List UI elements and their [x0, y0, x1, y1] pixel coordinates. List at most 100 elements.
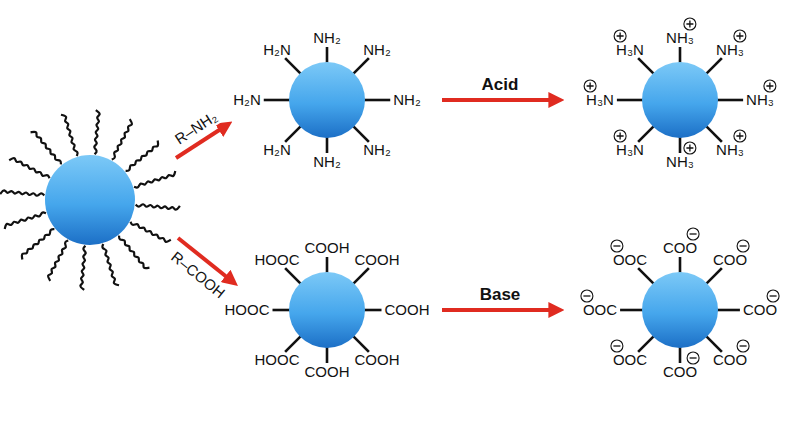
reagent-label: Base — [478, 285, 523, 305]
functionalized-nanoparticle: NH₂H₂NNH₂H₂NNH₂H₂NNH₂NH₂ — [212, 20, 442, 180]
capped-nanoparticle — [45, 155, 135, 245]
charge-symbol — [734, 30, 746, 42]
surface-bond — [638, 58, 654, 74]
surface-bond — [326, 47, 329, 63]
ligand-chain — [80, 246, 85, 290]
functional-group: NH₂ — [313, 153, 341, 171]
nanoparticle-core — [289, 62, 365, 138]
charge-marks — [584, 18, 776, 154]
charge-symbol — [614, 30, 626, 42]
functional-group: NH₂ — [363, 41, 391, 59]
functional-group: HOOC — [255, 351, 300, 369]
surface-bond — [353, 126, 369, 142]
charge-symbol — [684, 18, 696, 30]
surface-bond — [706, 336, 722, 352]
surface-bond — [679, 347, 682, 363]
functional-group: NH₂ — [393, 91, 421, 109]
surface-bond — [326, 347, 329, 363]
functional-group: NH₃ — [666, 29, 694, 47]
surface-bond — [353, 58, 369, 74]
functional-group: HOOC — [225, 301, 270, 319]
functional-group: COOH — [355, 251, 400, 269]
functional-group: HOOC — [255, 251, 300, 269]
surface-bond — [717, 309, 740, 312]
functionalized-nanoparticle: NH₃ H₃N NH₃ H₃N NH₃ H₃N NH₃ NH₃ — [565, 20, 795, 180]
ligand-chain — [9, 158, 49, 178]
functional-group: NH₃ — [666, 153, 694, 171]
surface-bond — [679, 137, 682, 153]
ligand-chain — [134, 171, 175, 188]
surface-bond — [679, 47, 682, 63]
functional-group: NH₃ — [716, 141, 744, 159]
reaction-arrow — [442, 98, 558, 102]
charge-symbol — [687, 228, 699, 240]
ligand-chains — [0, 110, 180, 290]
surface-bond — [326, 257, 329, 273]
functional-group: OOC — [613, 251, 647, 269]
functional-group: H₃N — [616, 41, 644, 59]
functionalized-nanoparticle: COOOOCCOOOOCCOOOOCCOOCOO — [565, 230, 795, 390]
ligand-chain — [0, 190, 44, 195]
functional-group: COO — [663, 239, 697, 257]
functional-group: H₂N — [263, 41, 291, 59]
ligand-chain — [31, 132, 61, 165]
functional-group: NH₃ — [746, 91, 774, 109]
functional-group: H₃N — [616, 141, 644, 159]
functional-group: H₃N — [586, 91, 614, 109]
surface-bond — [285, 336, 301, 352]
charge-symbol — [767, 290, 779, 302]
surface-bond — [617, 99, 643, 102]
charge-symbol — [611, 340, 623, 352]
nanoparticle-core — [642, 62, 718, 138]
ligand-chain — [102, 244, 119, 285]
ligand-chain — [131, 222, 171, 242]
ligand-chain — [136, 204, 180, 209]
surface-bond — [638, 268, 654, 284]
charge-symbol — [764, 80, 776, 92]
surface-bond — [264, 99, 290, 102]
functional-group: H₂N — [233, 91, 261, 109]
ligand-chain — [126, 141, 159, 171]
functional-group: COOH — [355, 351, 400, 369]
surface-bond — [273, 309, 291, 312]
surface-bonds — [264, 47, 391, 153]
surface-bond — [364, 99, 390, 102]
reagent-label: Acid — [480, 75, 521, 95]
surface-bonds — [617, 47, 743, 153]
surface-bond — [353, 268, 369, 284]
charge-marks — [581, 228, 779, 364]
charge-symbol — [614, 130, 626, 142]
surface-bond — [285, 126, 301, 142]
functional-group: COO — [713, 251, 747, 269]
ligand-chain — [48, 241, 68, 281]
charge-symbol — [584, 80, 596, 92]
surface-bond — [706, 58, 722, 74]
surface-bond — [285, 268, 301, 284]
charge-symbol — [687, 352, 699, 364]
surface-bond — [285, 58, 301, 74]
nanoparticle-core — [289, 272, 365, 348]
functional-group: H₂N — [263, 141, 291, 159]
surface-bond — [679, 257, 682, 273]
surface-bond — [706, 126, 722, 142]
surface-bond — [706, 268, 722, 284]
reaction-arrow — [442, 308, 558, 312]
charge-symbol — [611, 240, 623, 252]
surface-bond — [353, 336, 369, 352]
charge-symbol — [734, 130, 746, 142]
functional-group: COOH — [305, 363, 350, 381]
functional-group: NH₃ — [716, 41, 744, 59]
surface-bond — [364, 309, 382, 312]
ligand-chain — [61, 115, 78, 156]
functional-group: COOH — [305, 239, 350, 257]
ligand-chain — [119, 236, 149, 269]
surface-bonds — [620, 257, 740, 363]
surface-bonds — [273, 257, 382, 363]
ligand-chain — [22, 229, 55, 259]
functionalized-nanoparticle: COOH HOOC COOH HOOC COOH HOOC COOH COOH — [212, 230, 442, 390]
functional-group: COO — [713, 351, 747, 369]
surface-bond — [620, 309, 643, 312]
ligand-chain — [94, 110, 99, 154]
functional-group: COOH — [385, 301, 430, 319]
